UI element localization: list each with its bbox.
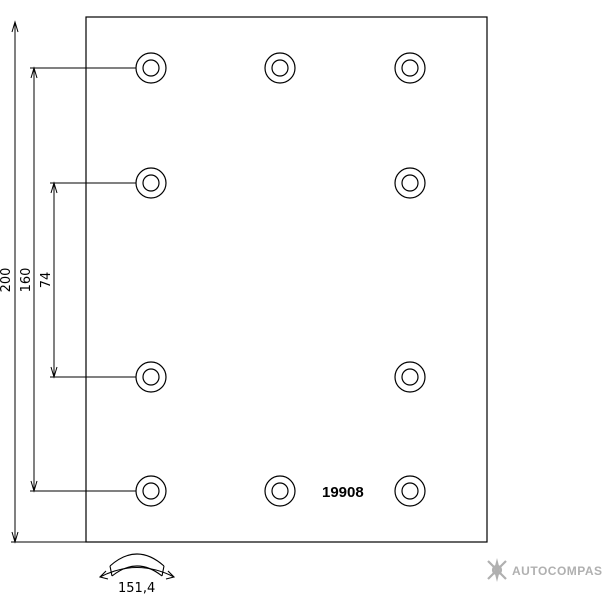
- rivet-hole: [264, 475, 296, 507]
- arc-width-symbol: [98, 553, 176, 580]
- rivet-hole: [135, 361, 167, 393]
- rivet-hole: [135, 475, 167, 507]
- rivet-hole: [394, 361, 426, 393]
- lining-outline: [85, 16, 488, 543]
- rivet-hole: [135, 167, 167, 199]
- rivet-hole: [135, 52, 167, 84]
- rivet-holes: [135, 52, 426, 507]
- rivet-hole: [394, 475, 426, 507]
- rivet-hole: [394, 167, 426, 199]
- arc-width-label: 151,4: [118, 581, 155, 596]
- autocompas-logo: AUTOCOMPAS: [487, 558, 603, 582]
- dim-74-label: 74: [39, 272, 54, 289]
- compass-icon: [487, 558, 507, 582]
- dim-200-label: 200: [0, 268, 14, 293]
- dim-160-label: 160: [19, 268, 34, 293]
- rivet-hole: [264, 52, 296, 84]
- rivet-hole: [394, 52, 426, 84]
- part-number: 19908: [322, 484, 364, 501]
- dimension-lines: [11, 20, 136, 544]
- logo-text: AUTOCOMPAS: [512, 564, 603, 578]
